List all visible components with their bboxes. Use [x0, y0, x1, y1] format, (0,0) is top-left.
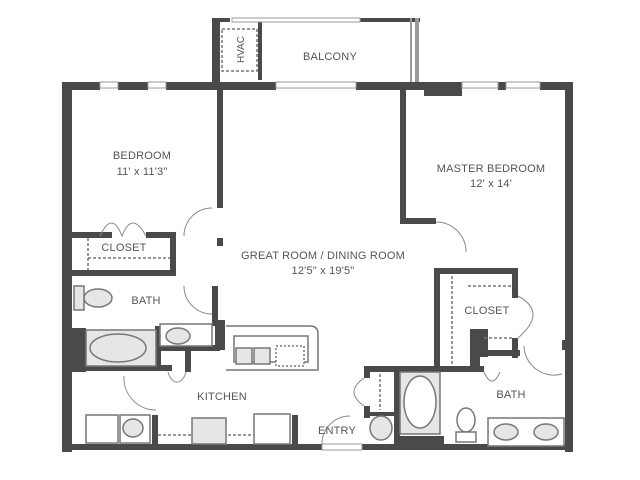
room-size-great-room: 12'5" x 19'5" [291, 265, 355, 277]
room-size-master-bedroom: 12' x 14' [469, 178, 513, 190]
windows [99, 17, 541, 451]
room-label-master-bedroom: MASTER BEDROOM [436, 163, 546, 175]
room-label-kitchen: KITCHEN [197, 391, 247, 403]
room-label-master-bath: BATH [496, 389, 526, 401]
fixtures [73, 285, 565, 447]
room-label-master-closet: CLOSET [464, 305, 510, 317]
room-label-bath: BATH [131, 295, 161, 307]
room-label-great-room: GREAT ROOM / DINING ROOM [241, 250, 405, 262]
door-swings [99, 207, 563, 445]
room-size-bedroom: 11' x 11'3" [116, 166, 168, 178]
room-label-balcony: BALCONY [303, 51, 357, 63]
walls [62, 18, 573, 452]
room-label-closet: CLOSET [101, 242, 147, 254]
room-label-entry: ENTRY [317, 425, 357, 437]
room-label-bedroom: BEDROOM [112, 150, 172, 162]
room-label-hvac: HVAC [236, 35, 248, 64]
